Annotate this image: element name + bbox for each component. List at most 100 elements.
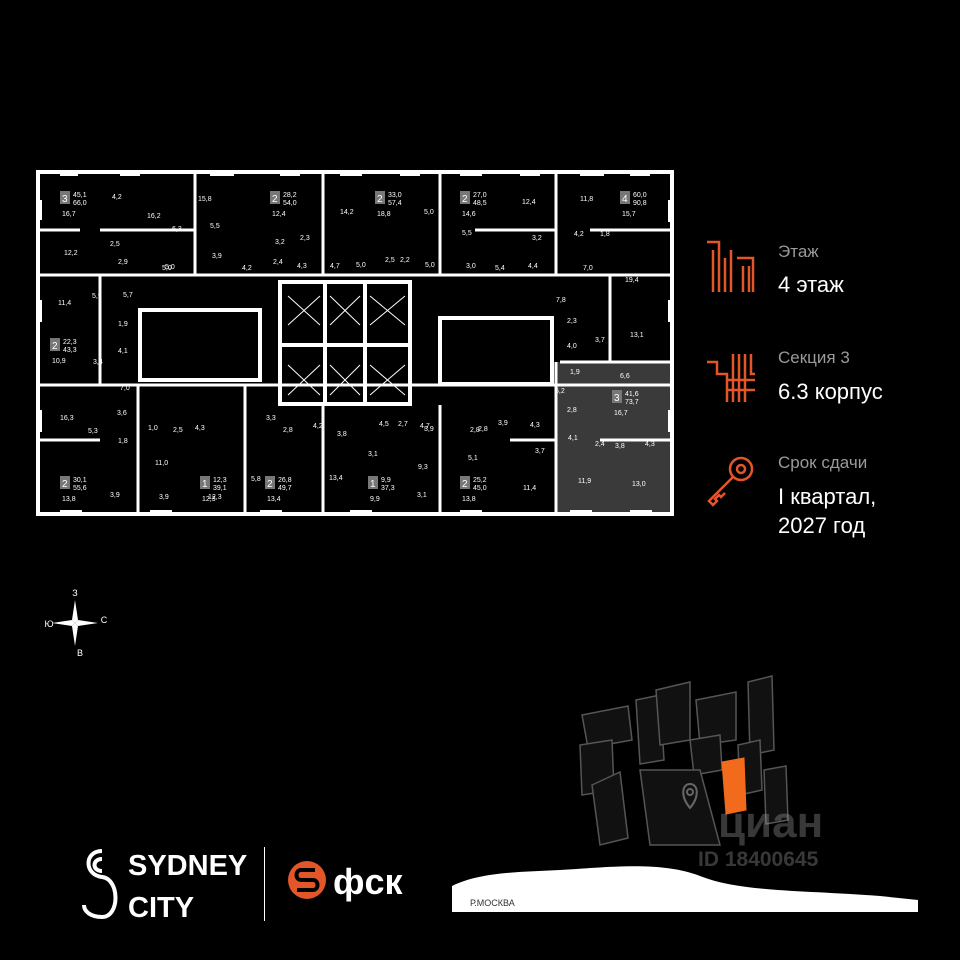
room-area-label: 5,5 [462, 230, 472, 237]
apartment-area: 12,3 [213, 477, 227, 484]
room-area-label: 15,8 [198, 196, 212, 203]
apartment-rooms: 2 [62, 479, 68, 490]
room-area-label: 6,6 [620, 373, 630, 380]
apartment-rooms: 2 [272, 194, 278, 205]
apartment-area: 41,6 [625, 391, 639, 398]
room-area-label: 5,4 [495, 265, 505, 272]
room-area-label: 3,3 [266, 415, 276, 422]
apartment-rooms: 2 [52, 341, 58, 352]
apartment-rooms-badge [368, 476, 378, 489]
room-area-label: 4,3 [297, 263, 307, 270]
apartment-rooms: 2 [377, 194, 383, 205]
apartment-rooms-badge [50, 338, 60, 351]
room-area-label: 3,9 [110, 492, 120, 499]
wall-lines [40, 174, 670, 512]
apartment-kitchen-area: 18,8 [377, 211, 391, 218]
room-area-label: 4,2 [313, 423, 323, 430]
apartment-area: 60,0 [633, 192, 647, 199]
apartment-rooms: 2 [462, 194, 468, 205]
room-area-label: 4,3 [530, 422, 540, 429]
room-area-label: 12,3 [208, 494, 222, 501]
room-area-label: 3,9 [159, 494, 169, 501]
room-area-label: 2,5 [385, 257, 395, 264]
room-area-label: 5,7 [123, 292, 133, 299]
apartment-kitchen-area: 13,8 [62, 496, 76, 503]
apartment-rooms-badge [265, 476, 275, 489]
apartment-rooms-badge [460, 191, 470, 204]
apartment-total-area: 43,3 [63, 347, 77, 354]
room-area-label: 3,9 [212, 253, 222, 260]
room-area-label: 1,9 [570, 369, 580, 376]
room-area-label: 2,8 [470, 427, 480, 434]
room-area-label: 2,8 [283, 427, 293, 434]
room-area-label: 5,0 [162, 265, 172, 272]
room-area-label: 4,1 [118, 348, 128, 355]
room-area-label: 1,9 [118, 321, 128, 328]
apartment-area: 45,1 [73, 192, 87, 199]
building-core [138, 280, 554, 406]
apartment-kitchen-area: 12,4 [272, 211, 286, 218]
room-area-label: 4,5 [379, 421, 389, 428]
room-area-label: 11,8 [580, 196, 593, 203]
room-area-label: 3,9 [498, 420, 508, 427]
compass-west: Ю [44, 619, 53, 629]
apartment-rooms: 3 [62, 194, 68, 205]
apartment-total-area: 37,3 [381, 485, 395, 492]
section-icon [707, 354, 755, 402]
room-area-label: 14,2 [340, 209, 354, 216]
apartment-rooms-badge [60, 476, 70, 489]
room-area-label: 13,0 [632, 481, 646, 488]
room-area-label: 5,0 [165, 264, 175, 271]
room-area-label: 12,4 [522, 199, 536, 206]
apartment-kitchen-area: 13,8 [462, 496, 476, 503]
apartment-kitchen-area: 16,7 [614, 410, 628, 417]
apartment-label[interactable]: 3 41,673,7 16,7 [612, 390, 639, 417]
room-area-label: 6,3 [172, 226, 182, 233]
section-label: Секция 3 [778, 348, 850, 367]
deadline-value-line1: I квартал, [778, 484, 877, 509]
room-area-label: 4,2 [112, 194, 122, 201]
fsk-logo: фск [287, 860, 427, 909]
room-area-label: 12,2 [64, 250, 78, 257]
room-area-label: 3,9 [424, 426, 434, 433]
highlighted-apartment[interactable] [556, 362, 670, 512]
room-area-label: 3,7 [595, 337, 605, 344]
room-area-label: 11,4 [523, 485, 536, 492]
apartment-area: 30,1 [73, 477, 87, 484]
compass-south: В [77, 648, 83, 658]
apartment-rooms-badge [375, 191, 385, 204]
room-area-label: 5,8 [251, 476, 261, 483]
apartment-kitchen-area: 12,3 [202, 496, 216, 503]
elevator-shafts [287, 295, 406, 396]
room-area-label: 5,3 [88, 428, 98, 435]
room-area-label: 5,0 [424, 209, 434, 216]
room-area-label: 11,4 [58, 300, 71, 307]
room-area-label: 11,0 [155, 460, 168, 467]
room-area-label: 6,2 [555, 388, 565, 395]
room-area-label: 3,4 [93, 359, 103, 366]
room-area-label: 13,4 [329, 475, 343, 482]
deadline-value-line2: 2027 год [778, 513, 866, 538]
room-area-label: 4,3 [645, 441, 655, 448]
room-area-label: 3,8 [337, 431, 347, 438]
apartment-area: 33,0 [388, 192, 402, 199]
room-area-label: 2,8 [567, 407, 577, 414]
room-area-label: 5,9 [92, 293, 102, 300]
apartment-rooms: 3 [614, 393, 620, 404]
room-area-label: 3,2 [275, 239, 285, 246]
apartment-kitchen-area: 14,6 [462, 211, 476, 218]
room-area-label: 19,4 [625, 277, 639, 284]
apartment-total-area: 73,7 [625, 399, 639, 406]
room-area-label: 2,3 [567, 318, 577, 325]
